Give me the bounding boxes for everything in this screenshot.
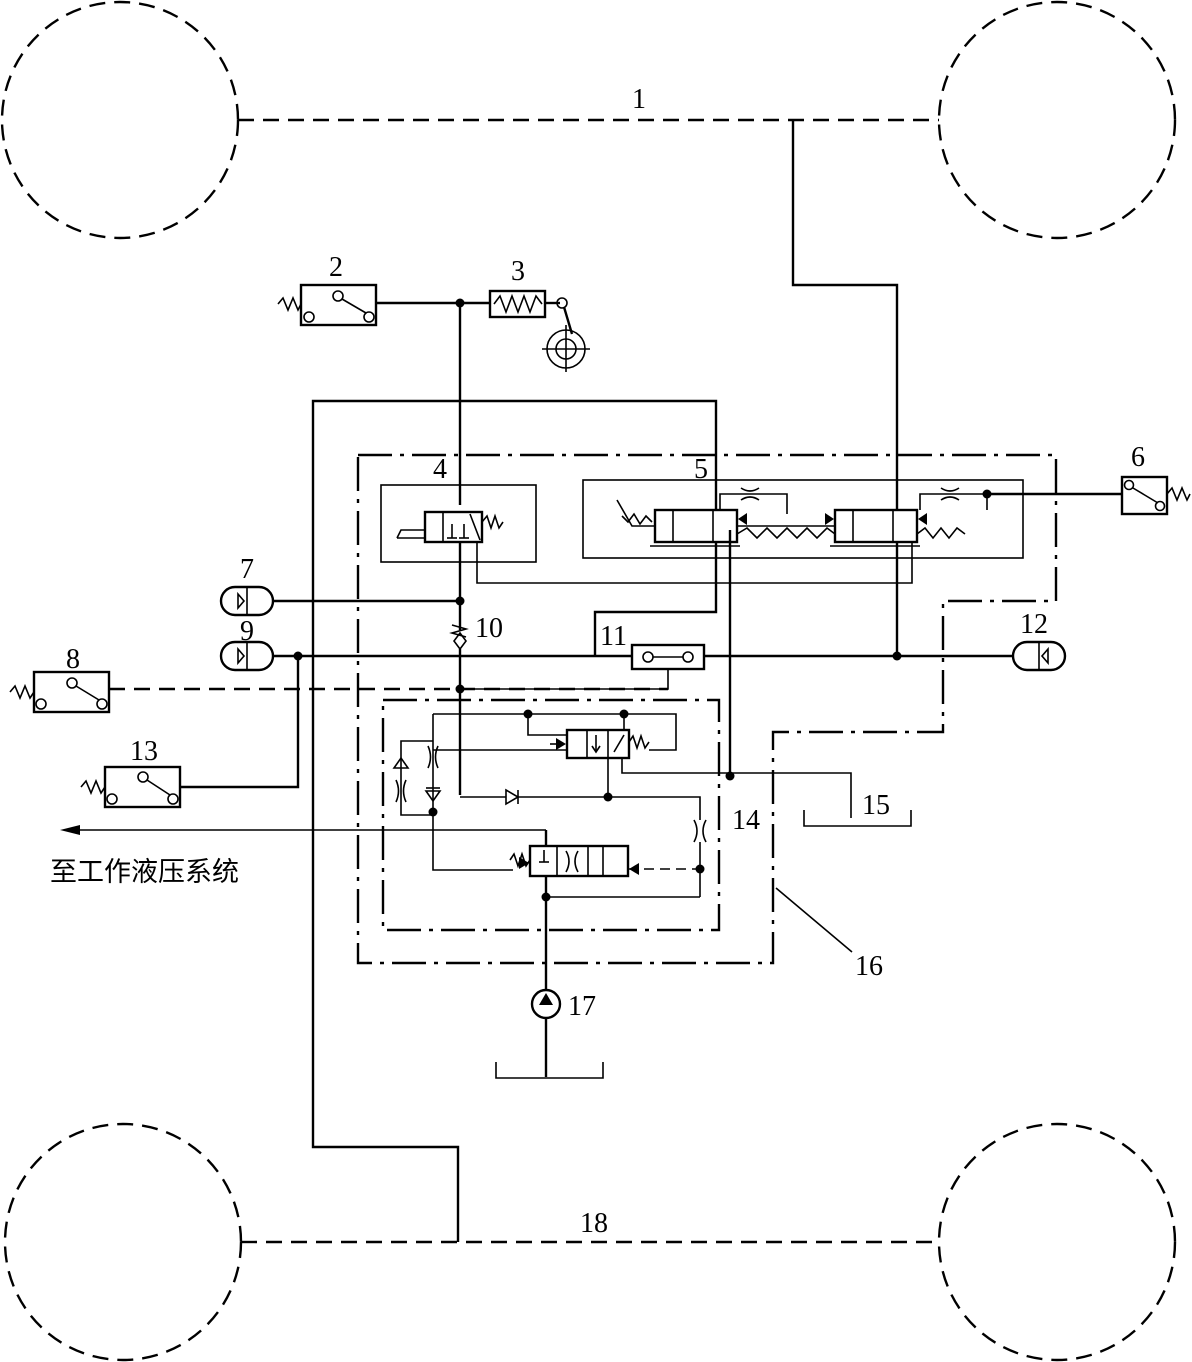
label-4: 4	[433, 454, 447, 485]
front-right-wheel	[937, 0, 1177, 240]
label-17: 17	[568, 991, 596, 1022]
spring-icon	[736, 526, 836, 540]
label-13: 13	[130, 736, 158, 767]
orifice-icon	[693, 819, 707, 843]
brake-cylinder-3	[488, 289, 547, 319]
rear-brake-line	[311, 399, 718, 1242]
label-14: 14	[732, 805, 760, 836]
label-11: 11	[600, 621, 627, 652]
orifice-icon	[395, 779, 407, 803]
label-16: 16	[855, 951, 883, 982]
spring-icon	[916, 526, 966, 540]
spring-icon	[481, 513, 504, 531]
pilot-valve-14a	[565, 728, 631, 760]
valve-group-14	[381, 698, 721, 932]
brake-valve-5a	[653, 508, 739, 544]
priority-valve-14b	[528, 844, 630, 878]
spring-icon	[1166, 485, 1191, 503]
rear-left-wheel	[3, 1122, 243, 1362]
orifice-icon	[940, 487, 960, 501]
label-18: 18	[580, 1208, 608, 1239]
spring-icon	[509, 851, 531, 869]
orifice-icon	[740, 487, 760, 501]
rear-right-wheel	[937, 1122, 1177, 1362]
tank-15	[803, 810, 912, 827]
orifice-icon	[427, 745, 439, 769]
pressure-switch-6	[1120, 475, 1169, 516]
valve-group-4	[380, 484, 537, 563]
check-valve-icon	[424, 790, 442, 803]
label-15: 15	[862, 790, 890, 821]
label-1: 1	[632, 84, 646, 115]
label-3: 3	[511, 256, 525, 287]
brake-valve-5b	[833, 508, 919, 544]
front-brake-line	[791, 120, 899, 657]
label-9: 9	[240, 616, 254, 647]
valve-block-16	[356, 453, 1058, 965]
label-7: 7	[240, 554, 254, 585]
label-6: 6	[1131, 442, 1145, 473]
spring-icon	[9, 683, 35, 701]
spring-icon	[621, 512, 653, 526]
spring-icon	[80, 778, 106, 796]
label-10: 10	[475, 613, 503, 644]
check-valve-icon	[392, 756, 410, 769]
tank-17	[495, 1062, 604, 1079]
valve-group-5	[582, 479, 1024, 559]
spring-icon	[628, 733, 650, 751]
caption-to-hydraulic-system: 至工作液压系统	[50, 857, 239, 888]
label-2: 2	[329, 252, 343, 283]
label-12: 12	[1020, 609, 1048, 640]
spring-icon	[493, 293, 543, 315]
label-8: 8	[66, 644, 80, 675]
label-5: 5	[694, 454, 708, 485]
solenoid-valve-4	[423, 510, 484, 544]
front-left-wheel	[0, 0, 240, 240]
spring-icon	[277, 295, 302, 313]
